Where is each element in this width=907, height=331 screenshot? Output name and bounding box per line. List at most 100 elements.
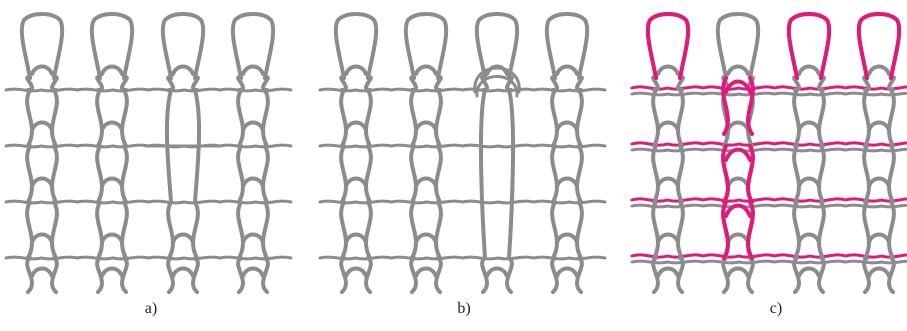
panel-c-wale-2-loop-head <box>726 266 750 278</box>
panel-a-wale-1-top-loop <box>19 12 65 80</box>
panel-a-wale-4-loop-head <box>241 266 265 278</box>
panel-a-wale-4-left-leg <box>236 88 245 148</box>
panel-b-wale-1-loop-head <box>344 64 368 76</box>
panel-b-wale-1-right-leg <box>364 144 373 204</box>
panel-c-wale-4-loop-head <box>867 64 891 76</box>
panel-a-wale-4-top-loop <box>230 12 276 80</box>
panel-a-wale-2-loop-head <box>100 64 124 76</box>
panel-c-wale-1-left-leg <box>651 200 660 260</box>
panel-b-wale-4-top-loop <box>544 12 590 80</box>
panel-a-wale-2-left-leg <box>95 144 104 204</box>
panel-c-course-gray-3 <box>630 203 907 209</box>
panel-c-wale-2-loop-head <box>726 64 750 76</box>
panel-b-wale-1-left-leg <box>339 144 348 204</box>
panel-c-wale-3-loop-head <box>797 120 821 132</box>
panel-b-wale-1-top-loop <box>333 12 379 80</box>
panel-b-wale-4-left-leg <box>550 88 559 148</box>
panel-c-wale-3-left-leg <box>792 144 801 204</box>
panel-c-wale-4-left-leg <box>862 200 871 260</box>
panel-c-wale-1-loop-head <box>656 232 680 244</box>
panel-c-wale-1-right-leg <box>676 256 685 294</box>
panel-a-wale-2-loop-head <box>100 176 124 188</box>
panel-a-wale-2-left-leg <box>95 256 104 294</box>
panel-b-wale-4-left-leg <box>550 256 559 294</box>
panel-a-wale-2-top-loop <box>89 12 135 80</box>
panel-b-wale-4-loop-head <box>555 64 579 76</box>
panel-c-wale-2-loop-head <box>726 232 750 244</box>
panel-a-wale-1-right-leg <box>50 256 59 294</box>
panel-a-wale-4-right-leg <box>261 88 270 148</box>
panel-c-course-magenta-4 <box>630 253 907 259</box>
panel-b-wale-4-right-leg <box>575 256 584 294</box>
panel-a-wale-1-left-leg <box>25 144 34 204</box>
panel-b-wale-4-right-leg <box>575 200 584 260</box>
panel-b-wale-2-loop-head <box>414 232 438 244</box>
panel-a-wale-4-right-leg <box>261 256 270 294</box>
panel-a-wale-4-loop-head <box>241 120 265 132</box>
panel-a-wale-2-right-leg <box>120 200 129 260</box>
panel-a-wale-2-loop-head <box>100 120 124 132</box>
panel-c-wale-1-left-leg <box>651 88 660 148</box>
panel-b-wale-1-loop-head <box>344 120 368 132</box>
panel-b-wale-3-ladder-right <box>507 88 516 260</box>
panel-c-wale-4-right-leg <box>887 144 896 204</box>
panel-a-wale-1-loop-head <box>30 176 54 188</box>
panel-b-wale-3-top-loop <box>474 12 520 80</box>
panel-a-wale-3-left-leg <box>166 256 175 294</box>
panel-a-wale-4-left-leg <box>236 200 245 260</box>
panel-b-wale-3-left-leg <box>480 256 489 294</box>
panel-b-wale-4-loop-head <box>555 266 579 278</box>
panel-c-wale-1-left-leg <box>651 144 660 204</box>
panel-c-course-magenta-3 <box>630 197 907 203</box>
panel-c-magenta-top-loop-3 <box>786 12 832 80</box>
panel-a-wale-2-right-leg <box>120 144 129 204</box>
panel-b-wale-4-loop-head <box>555 176 579 188</box>
panel-c-wale-2-left-leg <box>721 256 730 294</box>
panel-a-wale-3-loop-head <box>171 232 195 244</box>
panel-c-wale-2-top-loop <box>715 12 761 80</box>
panel-c-wale-1-right-leg <box>676 200 685 260</box>
panel-c-wale-4-loop-head <box>867 232 891 244</box>
panel-b-wale-1-right-leg <box>364 200 373 260</box>
panel-c-wale-2-right-leg <box>746 256 755 294</box>
panel-b-wale-2-left-leg <box>409 88 418 148</box>
panel-b-wale-2-right-leg <box>434 144 443 204</box>
panel-a-wale-1-loop-head <box>30 232 54 244</box>
panel-b-wale-1-left-leg <box>339 200 348 260</box>
panel-c-wale-4-left-leg <box>862 144 871 204</box>
panel-c-magenta-head-1 <box>724 79 752 94</box>
panel-b-wale-3-ladder-left <box>478 88 487 260</box>
panel-b-double-loop-1 <box>473 66 521 94</box>
panel-c-wale-4-loop-head <box>867 120 891 132</box>
panel-b-course-1 <box>318 87 607 93</box>
panel-b-wale-4-loop-head <box>555 232 579 244</box>
panel-b-wale-1-loop-head <box>344 176 368 188</box>
panel-c-course-gray-1 <box>630 91 907 97</box>
panel-c-wale-3-left-leg <box>792 200 801 260</box>
panel-a-wale-2-left-leg <box>95 200 104 260</box>
panel-c-course-magenta-2 <box>630 141 907 147</box>
panel-c-wale-4-right-leg <box>887 200 896 260</box>
panel-b-course-3 <box>318 199 607 205</box>
panel-c-wale-4-right-leg <box>887 256 896 294</box>
panel-b-course-2 <box>318 143 607 149</box>
panel-a-wale-1-right-leg <box>50 200 59 260</box>
panel-c-course-gray-4 <box>630 259 907 265</box>
panel-a-wale-4-loop-head <box>241 64 265 76</box>
panel-b-wale-2-left-leg <box>409 200 418 260</box>
panel-c-wale-3-loop-head <box>797 232 821 244</box>
panel-a-wale-3-right-leg <box>191 200 200 260</box>
panel-a-wale-3-left-leg <box>166 200 175 260</box>
panel-c-wale-1-right-leg <box>676 144 685 204</box>
panel-b-wale-3-right-leg <box>505 256 514 294</box>
panel-c-wale-3-right-leg <box>817 200 826 260</box>
panel-a-wale-3-loop-head <box>171 266 195 278</box>
panel-b-wale-4-loop-head <box>555 120 579 132</box>
panel-b-wale-1-right-leg <box>364 88 373 148</box>
panel-c-wale-4-left-leg <box>862 88 871 148</box>
panel-a-wale-3-loop-head <box>171 64 195 76</box>
panel-c-magenta-leg-right-3 <box>746 200 755 260</box>
panel-c-magenta-leg-right-1 <box>746 76 755 136</box>
panel-c-wale-2-loop-head <box>726 120 750 132</box>
